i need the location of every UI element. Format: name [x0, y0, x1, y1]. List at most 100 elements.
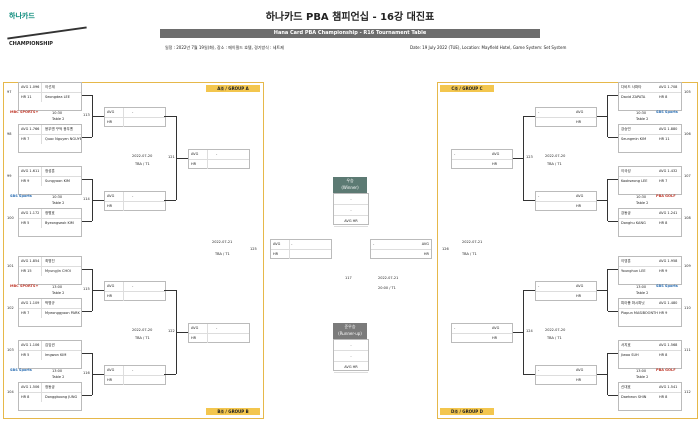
- player-hr: HR 9: [659, 269, 668, 273]
- player-hr: HR 8: [659, 353, 668, 357]
- player-hr: HR 7: [659, 179, 668, 183]
- qf-time: TBA / T1: [135, 162, 150, 166]
- r16-hr: HR: [576, 294, 582, 298]
- qf-date: 2022-07-20: [545, 328, 566, 332]
- qf-avg: AVG: [492, 326, 500, 330]
- player-name-en: Younghun LEE: [621, 269, 646, 273]
- bracket-line: [511, 332, 523, 333]
- r16-hr: HR: [107, 202, 124, 211]
- player-hr: HR 8: [21, 393, 42, 402]
- bracket-line: [511, 158, 523, 159]
- r16-row: HR: [105, 202, 165, 211]
- match-table: Table 2: [52, 291, 65, 295]
- r16-row: -AVG: [536, 192, 596, 202]
- qf-dash: -: [216, 326, 218, 330]
- r16-row: HR: [105, 292, 165, 301]
- match-table: Table 2: [636, 291, 649, 295]
- r16-hr: HR: [576, 204, 582, 208]
- r16-hr: HR: [107, 376, 124, 385]
- bracket-line: [608, 269, 618, 270]
- qf-left-box: AVG-HR: [188, 323, 250, 343]
- group-a-tag: A조 / GROUP A: [206, 85, 260, 92]
- match-table: Table 2: [52, 117, 65, 121]
- player-name-en: Byeongseok KIM: [45, 221, 74, 225]
- qf-row: - AVG: [452, 324, 512, 334]
- player-name-kr: 이영훈: [621, 259, 631, 263]
- runner-kr: 준우승: [344, 324, 356, 329]
- r16-dash: -: [132, 368, 134, 372]
- r16-row: HR: [536, 202, 596, 211]
- player-hr: HR 15: [21, 267, 42, 276]
- bracket-line: [92, 116, 104, 117]
- winner-box: - - AVG HR: [333, 193, 369, 227]
- match-time: 10:30: [636, 195, 647, 199]
- sponsor-logo: PBA GOLF: [656, 194, 676, 198]
- player-row: Piapun MASIBOONTHHR 9: [619, 309, 681, 318]
- qf-dash: -: [454, 326, 456, 330]
- player-name-en: Imgwon KIM: [45, 353, 67, 357]
- bracket-line: [596, 116, 608, 117]
- r16-avg: AVG: [576, 284, 584, 288]
- r16-dash: -: [538, 194, 540, 198]
- match-table: Table 2: [636, 201, 649, 205]
- runner-avg-hr: AVG HR: [334, 362, 368, 373]
- qf-number: 123: [526, 155, 533, 159]
- player-hr: HR 11: [21, 93, 42, 102]
- player-hr: HR 8: [659, 95, 668, 99]
- player-row: Younghun LEE HR 9: [619, 267, 681, 276]
- r16-avg: AVG: [576, 368, 584, 372]
- sponsor-logo: SBS Sports: [10, 194, 32, 198]
- player-name-kr: 김임권: [45, 343, 55, 347]
- bracket-line: [82, 353, 92, 354]
- bracket-line: [82, 179, 92, 180]
- sponsor-logo: SBS Sports: [10, 368, 32, 372]
- player-seed-number: 106: [684, 132, 691, 136]
- bracket-line: [608, 137, 618, 138]
- sf-right-avg: AVG: [421, 242, 429, 246]
- player-seed-number: 100: [7, 216, 14, 220]
- r16-left-box: AVG - HR: [104, 365, 166, 385]
- r16-number: 114: [83, 197, 90, 201]
- runner-avg: AVG: [344, 365, 352, 369]
- bracket-line: [92, 290, 104, 291]
- bracket-line: [176, 332, 188, 333]
- r16-row: -AVG: [536, 282, 596, 292]
- group-b-tag: B조 / GROUP B: [206, 408, 260, 415]
- r16-row: AVG-: [105, 282, 165, 292]
- player-hr: HR 9: [21, 177, 42, 186]
- group-right-frame: [437, 82, 698, 419]
- r16-avg: AVG: [107, 366, 124, 375]
- r16-dash: -: [538, 110, 540, 114]
- r16-avg: AVG: [107, 192, 124, 201]
- r16-avg: AVG: [107, 282, 124, 291]
- qf-hr: HR: [191, 334, 208, 343]
- player-hr: HR 5: [21, 351, 42, 360]
- bracket-line: [164, 200, 176, 201]
- qf-dash: -: [454, 152, 456, 156]
- final-date: 2022-07-21: [378, 276, 399, 280]
- bracket-line: [608, 353, 618, 354]
- sf-left-time: TBA / T1: [215, 252, 230, 256]
- bracket-line: [596, 290, 608, 291]
- player-hr: HR 8: [659, 221, 668, 225]
- r16-number: 115: [83, 287, 90, 291]
- bracket-line: [523, 200, 535, 201]
- runnerup-label: 준우승 (Runner-up): [333, 323, 367, 339]
- player-avg: AVG 1.172: [21, 209, 42, 218]
